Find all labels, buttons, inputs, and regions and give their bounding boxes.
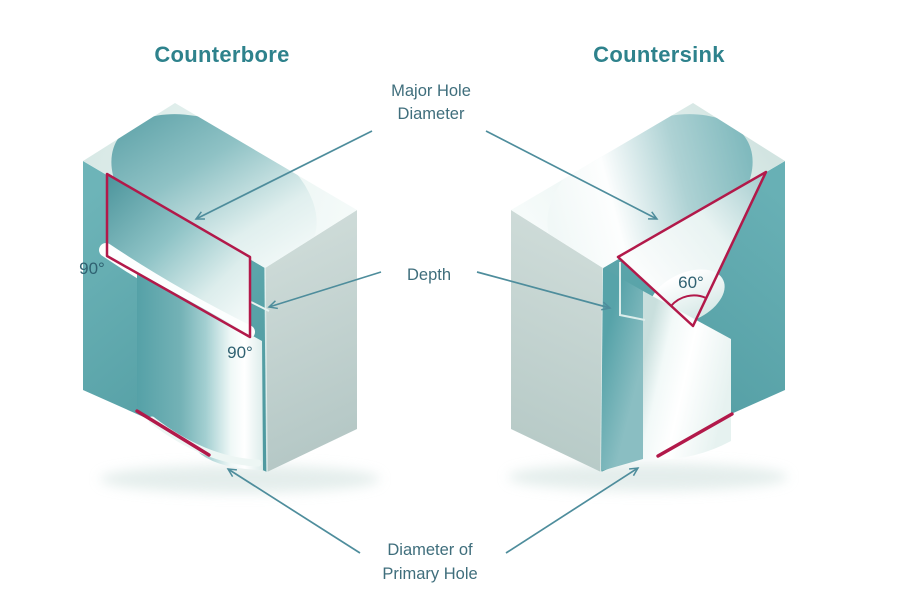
countersink-diameter-line <box>656 412 734 458</box>
counterbore-depth-notch <box>250 301 270 312</box>
countersink-angle-arc <box>670 294 707 307</box>
primary-hole-diameter-line2: Primary Hole <box>382 565 477 583</box>
countersink-cut-strip <box>601 268 643 471</box>
depth-label: Depth <box>407 266 451 284</box>
countersink-left-face <box>511 210 603 472</box>
major-hole-diameter-line2: Diameter <box>398 105 465 123</box>
primary-hole-diameter-line1: Diameter of <box>387 541 473 559</box>
arrow-primary-hole-right <box>505 467 640 554</box>
counterbore-cross-section-outline <box>105 172 252 339</box>
counterbore-front-edge <box>264 267 268 473</box>
countersink-cone-outline <box>616 170 768 328</box>
counterbore-title: Counterbore <box>154 42 289 67</box>
countersink-cone-wedge <box>618 172 766 326</box>
counterbore-lower-column <box>137 272 263 470</box>
counterbore-diameter-line <box>135 409 211 457</box>
arrow-major-hole-right <box>485 130 659 220</box>
primary-hole-diameter-label: Diameter of Primary Hole <box>382 541 477 583</box>
counterbore-shelf-highlight <box>99 243 255 339</box>
arrow-depth-right <box>476 271 612 311</box>
counterbore-right-face <box>265 210 357 472</box>
arrow-primary-hole-left <box>226 468 361 554</box>
countersink-angle-label: 60° <box>678 273 704 292</box>
major-hole-diameter-label: Major Hole Diameter <box>391 82 471 123</box>
counterbore-shadow <box>100 465 380 493</box>
countersink-shadow <box>508 463 788 491</box>
major-hole-diameter-line1: Major Hole <box>391 82 471 100</box>
counterbore-angle-wall-label: 90° <box>79 259 105 278</box>
countersink-lower-column <box>643 291 731 460</box>
countersink-depth-notch <box>619 262 646 321</box>
arrow-depth-left <box>267 271 382 310</box>
countersink-title: Countersink <box>593 42 725 67</box>
counterbore-angle-floor-label: 90° <box>227 343 253 362</box>
countersink-figure: 60° <box>511 103 785 473</box>
counterbore-figure: 90° 90° <box>79 103 357 473</box>
counterbore-cut-wall <box>107 174 250 337</box>
arrow-major-hole-left <box>194 130 373 220</box>
